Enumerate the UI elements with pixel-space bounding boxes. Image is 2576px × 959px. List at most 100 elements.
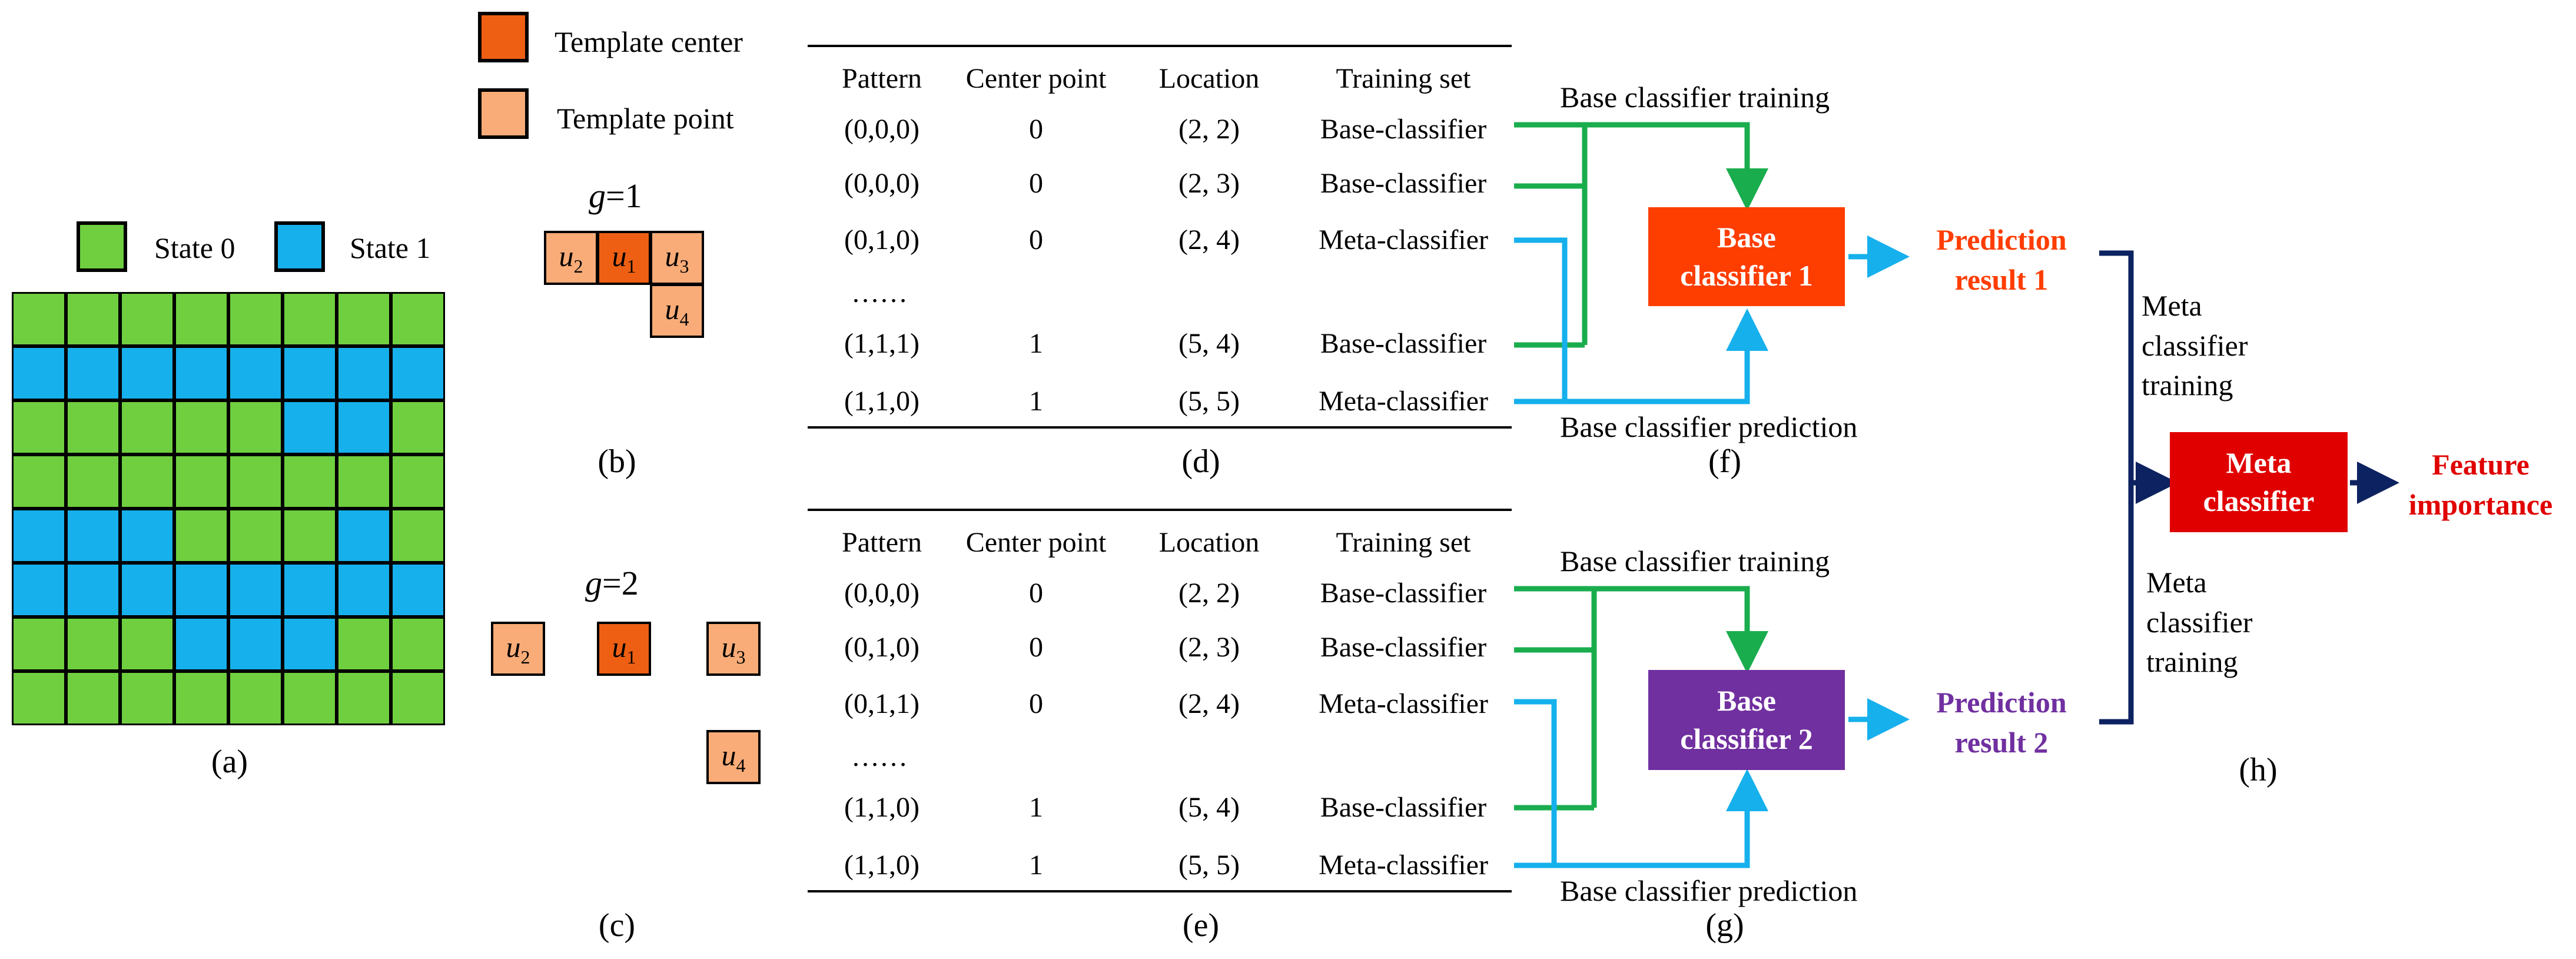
panel-label-e: (e) (1182, 907, 1220, 944)
state1-label: State 1 (350, 231, 431, 264)
table-cell: (2, 2) (1179, 578, 1240, 609)
table-header: Center point (965, 527, 1107, 558)
grid-cell (66, 346, 120, 400)
table-cell: (0,1,1) (844, 688, 919, 719)
state0-swatch (77, 221, 127, 272)
grid-cell (12, 509, 66, 563)
g-green-training-lines (1514, 586, 1768, 811)
table-cell: 0 (1029, 578, 1043, 609)
table-cell: (0,1,0) (844, 632, 919, 663)
grid-cell (174, 509, 228, 563)
grid-cell (174, 617, 228, 671)
template-point-swatch (478, 88, 529, 139)
table-cell: 0 (1029, 168, 1043, 199)
table-cell: (5, 5) (1179, 850, 1240, 881)
table-cell: (1,1,0) (844, 386, 919, 417)
grid-cell (12, 346, 66, 400)
base2-line1: Base (1717, 684, 1776, 717)
grid-cell (120, 509, 174, 563)
panel-label-b: (b) (597, 443, 636, 480)
f-train-label: Base classifier training (1560, 81, 1830, 114)
table-header: Pattern (842, 527, 922, 558)
grid-cell (12, 400, 66, 454)
f-blue-prediction-lines (1514, 235, 1910, 404)
grid-cell (12, 617, 66, 671)
grid-cell (283, 617, 337, 671)
table-cell: (0,0,0) (844, 114, 919, 145)
table-cell: Base-classifier (1320, 114, 1487, 145)
state1-swatch (274, 221, 325, 272)
grid-cell (12, 671, 66, 725)
grid-cell (66, 617, 120, 671)
template-c-u2: u2 (491, 622, 545, 676)
template-c-u1: u1 (597, 622, 651, 676)
meta-training-top: Meta classifier training (2142, 289, 2248, 401)
grid-cell (174, 563, 228, 617)
feature-importance: Feature importance (2408, 448, 2553, 521)
grid-cell (228, 617, 283, 671)
meta-training-bottom: Meta classifier training (2146, 566, 2253, 678)
table-header: Training set (1336, 63, 1471, 94)
grid-cell (12, 563, 66, 617)
grid-cell (66, 400, 120, 454)
grid-cell (66, 671, 120, 725)
table-cell: (2, 4) (1179, 224, 1240, 255)
grid-cell (391, 563, 445, 617)
table-cell: (5, 5) (1179, 386, 1240, 417)
template-b-u1: u1 (597, 231, 651, 285)
g-predict-label: Base classifier prediction (1560, 874, 1858, 907)
grid-cell (120, 671, 174, 725)
grid-cell (120, 346, 174, 400)
grid-cell (337, 346, 391, 400)
table-header: Location (1158, 527, 1260, 558)
grid-cell (228, 400, 283, 454)
table-cell: 1 (1029, 792, 1043, 823)
grid-cell (66, 454, 120, 509)
grid-cell (391, 454, 445, 509)
table-cell: (5, 4) (1179, 792, 1240, 823)
table-top-rule (808, 509, 1512, 511)
template-center-label: Template center (555, 25, 743, 58)
table-cell: Base-classifier (1320, 168, 1487, 199)
grid-cell (120, 617, 174, 671)
table-top-rule (808, 45, 1512, 47)
table-cell: (2, 2) (1179, 114, 1240, 145)
g-blue-prediction-lines (1514, 698, 1910, 868)
base-classifier-1-box: Base classifier 1 (1648, 207, 1845, 306)
grid-cell (120, 563, 174, 617)
table-cell: Base-classifier (1320, 578, 1487, 609)
grid-cell (120, 292, 174, 346)
grid-cell (228, 292, 283, 346)
grid-cell (283, 454, 337, 509)
table-cell: 1 (1029, 386, 1043, 417)
table-header: Center point (965, 63, 1107, 94)
grid-cell (337, 617, 391, 671)
grid-cell (391, 617, 445, 671)
grid-cell (337, 563, 391, 617)
table-cell: 1 (1029, 850, 1043, 881)
prediction-result-2: Prediction result 2 (1936, 686, 2067, 759)
grid-cell (228, 563, 283, 617)
meta-line1: Meta (2226, 446, 2292, 479)
grid-cell (283, 346, 337, 400)
meta-line2: classifier (2203, 485, 2315, 517)
grid-cell (120, 454, 174, 509)
base2-line2: classifier 2 (1680, 722, 1813, 755)
state0-label: State 0 (154, 231, 235, 264)
f-predict-label: Base classifier prediction (1560, 410, 1858, 443)
base1-line1: Base (1717, 221, 1776, 254)
grid-cell (283, 509, 337, 563)
grid-cell (283, 671, 337, 725)
panel-label-a: (a) (211, 744, 248, 780)
table-cell: (0,0,0) (844, 578, 919, 609)
table-bottom-rule (808, 890, 1512, 892)
panel-label-f: (f) (1708, 443, 1741, 480)
grid-cell (337, 292, 391, 346)
table-bottom-rule (808, 426, 1512, 429)
meta-classifier-box: Meta classifier (2170, 432, 2348, 532)
grid-cell (66, 563, 120, 617)
panel-label-h: (h) (2239, 752, 2278, 788)
grid-cell (337, 509, 391, 563)
table-cell: (2, 4) (1179, 688, 1240, 719)
